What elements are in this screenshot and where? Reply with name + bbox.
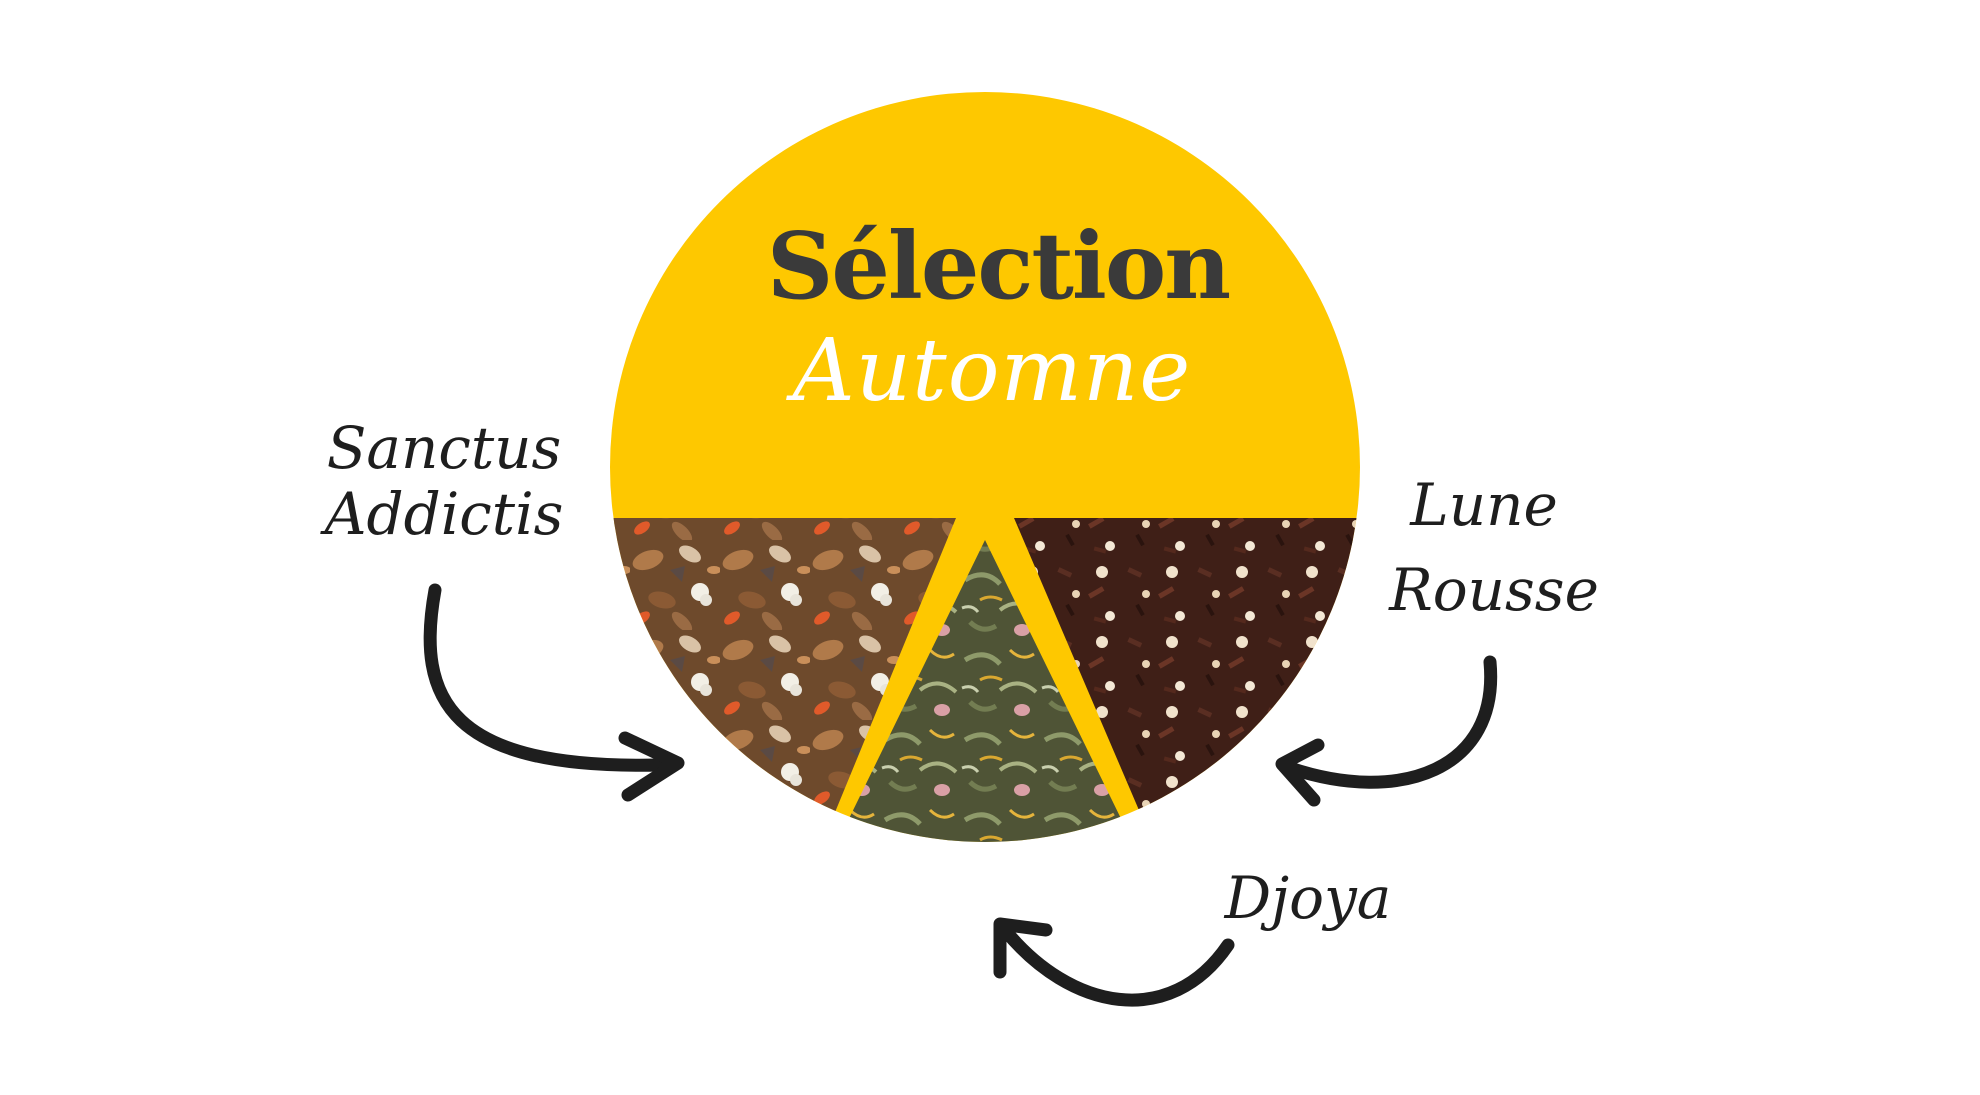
- callout-sanctus-addictis: Sanctus Addictis: [320, 414, 564, 548]
- tea-label-lune-rousse-line2: Rousse: [1388, 556, 1599, 624]
- tea-image-area: [610, 518, 1360, 842]
- curved-arrow-icon: [423, 583, 685, 802]
- tea-label-lune-rousse-line1: Lune: [1409, 471, 1558, 539]
- tea-label-djoya: Djoya: [1224, 864, 1392, 932]
- callout-djoya: Djoya: [1224, 864, 1392, 932]
- curved-arrow-icon: [1275, 655, 1498, 807]
- tea-label-sanctus-addictis-line1: Sanctus: [327, 414, 562, 482]
- callout-lune-rousse: Lune Rousse: [1388, 471, 1599, 624]
- page-title: Sélection: [767, 212, 1229, 320]
- page-subtitle: Automne: [786, 321, 1192, 421]
- curved-arrow-icon: [993, 917, 1235, 1007]
- tea-photo-djoya: [820, 540, 1150, 842]
- tea-label-sanctus-addictis-line2: Addictis: [320, 480, 564, 548]
